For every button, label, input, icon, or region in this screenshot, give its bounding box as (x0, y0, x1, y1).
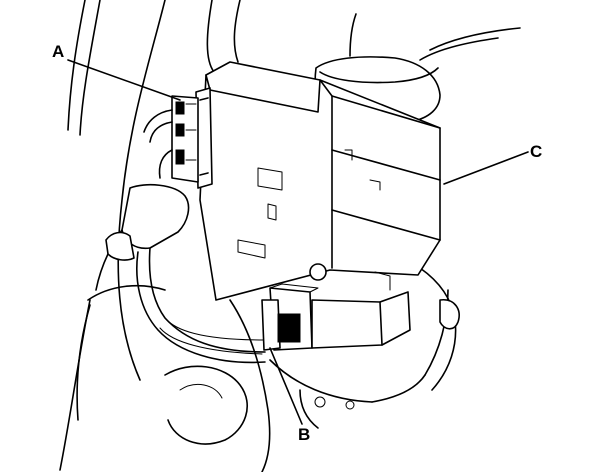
steering-column-shroud (59, 0, 241, 471)
combination-switch-body (195, 13, 521, 301)
callout-label-c: C (530, 142, 542, 161)
leader-lines (67, 59, 529, 425)
connector-b (261, 283, 411, 351)
lower-housing (76, 267, 460, 472)
wire-harness-a (105, 109, 266, 364)
connector-a (171, 95, 199, 183)
callout-label-a: A (52, 42, 64, 61)
callout-label-b: B (298, 425, 310, 444)
